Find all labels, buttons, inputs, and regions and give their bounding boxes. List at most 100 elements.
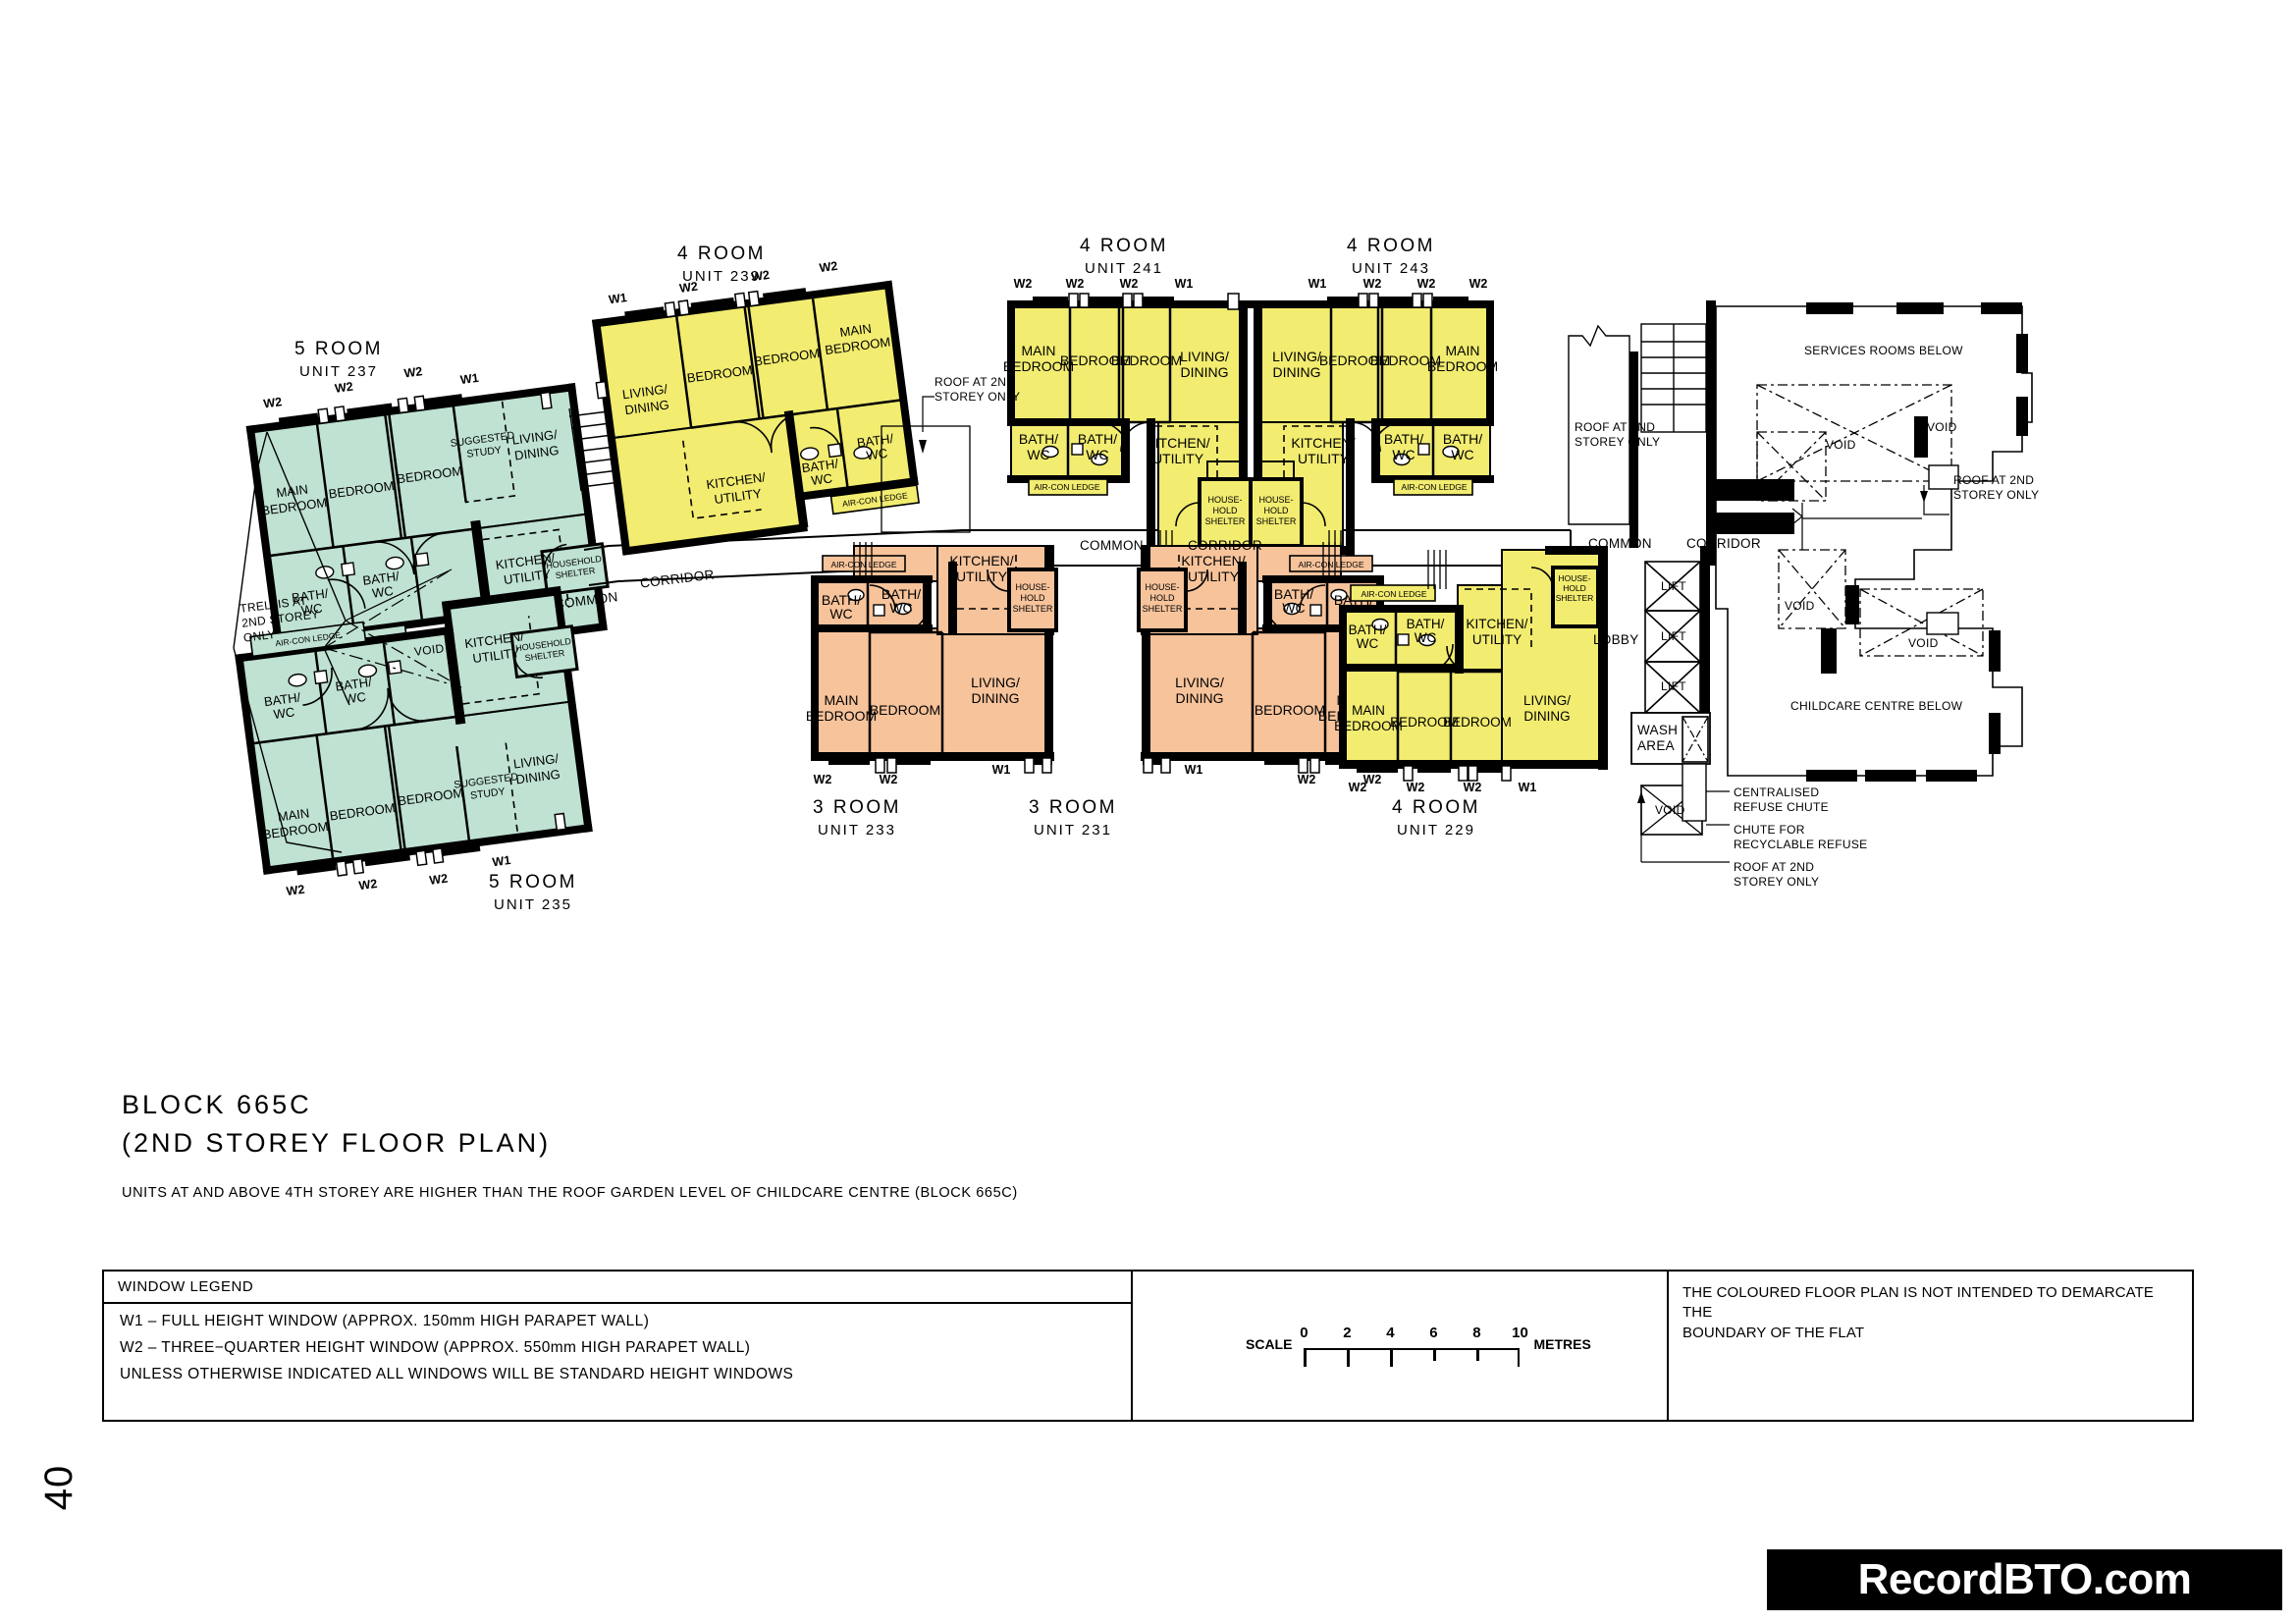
svg-text:UTILITY: UTILITY — [1188, 568, 1240, 584]
svg-text:BEDROOM: BEDROOM — [1255, 702, 1325, 718]
svg-text:W2: W2 — [403, 364, 423, 380]
disclaimer-box: THE COLOURED FLOOR PLAN IS NOT INTENDED … — [1669, 1270, 2194, 1422]
svg-text:BATH/: BATH/ — [856, 431, 894, 451]
svg-text:WC: WC — [829, 606, 852, 622]
unit-type: 4 ROOM — [1347, 236, 1435, 256]
svg-text:SHELTER: SHELTER — [1143, 604, 1183, 614]
svg-text:HOLD: HOLD — [1263, 506, 1289, 515]
svg-text:HOUSE-: HOUSE- — [1558, 573, 1590, 583]
svg-text:WC: WC — [273, 704, 295, 722]
disclaimer-line-2: BOUNDARY OF THE FLAT — [1682, 1324, 1865, 1341]
svg-text:SHELTER: SHELTER — [1205, 516, 1246, 526]
svg-text:HOUSE-: HOUSE- — [1207, 495, 1242, 505]
svg-text:W1: W1 — [608, 291, 627, 306]
svg-text:AIR-CON LEDGE: AIR-CON LEDGE — [1401, 482, 1467, 492]
unit-239: LIVING/DINING BEDROOM BEDROOM MAINBEDROO… — [591, 259, 921, 556]
annotation-corridor-right: CORRIDOR — [1686, 536, 1761, 551]
svg-text:HOUSE-: HOUSE- — [1145, 582, 1179, 592]
unit-label-241: 4 ROOM UNIT 241 — [1080, 236, 1168, 277]
svg-text:WC: WC — [344, 689, 366, 707]
unit-number: UNIT 235 — [494, 896, 572, 913]
svg-text:WC: WC — [1282, 600, 1305, 616]
svg-text:WC: WC — [866, 446, 888, 463]
svg-text:BATH/: BATH/ — [263, 689, 301, 709]
svg-text:BATH/: BATH/ — [362, 568, 400, 588]
svg-text:DINING: DINING — [513, 443, 560, 463]
svg-text:BATH/: BATH/ — [1384, 431, 1423, 447]
scale-bar — [1304, 1348, 1521, 1367]
svg-text:KITCHEN/: KITCHEN/ — [1291, 435, 1355, 451]
svg-text:W2: W2 — [814, 773, 832, 786]
disclaimer-line-1: THE COLOURED FLOOR PLAN IS NOT INTENDED … — [1682, 1284, 2154, 1322]
unit-label-243: 4 ROOM UNIT 243 — [1347, 236, 1435, 277]
svg-text:DINING: DINING — [515, 767, 561, 787]
annotation-common-mid: COMMON — [1080, 538, 1144, 553]
svg-text:LIVING/: LIVING/ — [512, 751, 560, 772]
svg-text:BEDROOM: BEDROOM — [1319, 352, 1390, 368]
svg-text:W2: W2 — [880, 773, 898, 786]
legend-row-w2: W2 – THREE−QUARTER HEIGHT WINDOW (APPROX… — [120, 1339, 751, 1356]
svg-text:W2: W2 — [1298, 773, 1316, 786]
svg-text:W1: W1 — [1185, 763, 1203, 777]
annotation-recyclable-refuse: CHUTE FOR RECYCLABLE REFUSE — [1734, 823, 1868, 851]
annotation-corridor-mid: CORRIDOR — [1188, 538, 1262, 553]
scale-tick-0: 0 — [1300, 1325, 1308, 1341]
svg-text:W2: W2 — [1363, 773, 1382, 786]
svg-text:HOUSE-: HOUSE- — [1015, 582, 1049, 592]
unit-type: 4 ROOM — [1392, 797, 1480, 818]
annotation-lobby: LOBBY — [1593, 632, 1639, 647]
svg-text:STUDY: STUDY — [469, 785, 506, 802]
svg-text:MAIN: MAIN — [1446, 343, 1480, 358]
annotation-centralised-refuse: CENTRALISED REFUSE CHUTE — [1734, 785, 1829, 814]
legend-row-w1: W1 – FULL HEIGHT WINDOW (APPROX. 150mm H… — [120, 1313, 650, 1329]
svg-text:W2: W2 — [334, 380, 353, 396]
svg-text:W2: W2 — [819, 259, 838, 275]
svg-text:BATH/: BATH/ — [1349, 623, 1387, 637]
unit-number: UNIT 241 — [1085, 260, 1163, 277]
svg-text:DINING: DINING — [1273, 364, 1321, 380]
svg-text:BEDROOM: BEDROOM — [1334, 719, 1403, 733]
unit-number: UNIT 231 — [1034, 822, 1112, 839]
svg-text:KITCHEN/: KITCHEN/ — [1146, 435, 1209, 451]
svg-text:BATH/: BATH/ — [801, 456, 839, 475]
svg-text:SHELTER: SHELTER — [1013, 604, 1053, 614]
svg-text:UTILITY: UTILITY — [1152, 451, 1204, 466]
svg-text:BATH/: BATH/ — [1019, 431, 1058, 447]
annotation-roof-note-far-right: ROOF AT 2ND STOREY ONLY — [1953, 473, 2040, 502]
annotation-void-upper-right-2: VOID — [1927, 420, 1957, 434]
svg-text:W1: W1 — [992, 763, 1011, 777]
scale-tick-10: 10 — [1512, 1325, 1528, 1341]
scale-label: SCALE — [1246, 1336, 1293, 1352]
svg-text:KITCHEN/: KITCHEN/ — [1181, 553, 1245, 568]
unit-label-239: 4 ROOM UNIT 239 — [677, 244, 766, 285]
svg-text:UTILITY: UTILITY — [714, 486, 763, 507]
svg-text:LIVING/: LIVING/ — [1175, 675, 1224, 690]
unit-number: UNIT 239 — [682, 268, 761, 285]
annotation-lift-2: LIFT — [1661, 629, 1686, 643]
svg-text:LIVING/: LIVING/ — [511, 427, 559, 448]
roof-leader-mid — [881, 396, 971, 533]
unit-type: 3 ROOM — [813, 797, 901, 818]
svg-text:W2: W2 — [1066, 277, 1085, 291]
svg-text:WC: WC — [1415, 630, 1437, 645]
svg-text:BATH/: BATH/ — [335, 675, 373, 694]
legend-row-note: UNLESS OTHERWISE INDICATED ALL WINDOWS W… — [120, 1366, 794, 1382]
unit-243 — [1249, 293, 1494, 566]
svg-text:W2: W2 — [678, 280, 698, 296]
scale-tick-6: 6 — [1429, 1325, 1438, 1341]
svg-text:LIVING/: LIVING/ — [621, 381, 668, 402]
svg-text:AIR-CON LEDGE: AIR-CON LEDGE — [830, 560, 896, 569]
svg-text:W2: W2 — [1120, 277, 1139, 291]
svg-text:DINING: DINING — [1181, 364, 1229, 380]
unit-type: 4 ROOM — [677, 244, 766, 264]
svg-text:WC: WC — [889, 600, 912, 616]
annotation-trellis-note: TRELLIS AT 2ND STOREY ONLY — [239, 593, 320, 645]
svg-text:W2: W2 — [1014, 277, 1033, 291]
window-legend: WINDOW LEGEND W1 – FULL HEIGHT WINDOW (A… — [102, 1270, 1133, 1422]
svg-text:WC: WC — [371, 583, 394, 601]
svg-text:W2: W2 — [263, 395, 283, 410]
svg-text:DINING: DINING — [1523, 709, 1570, 724]
annotation-void-bottom: VOID — [1655, 803, 1685, 817]
